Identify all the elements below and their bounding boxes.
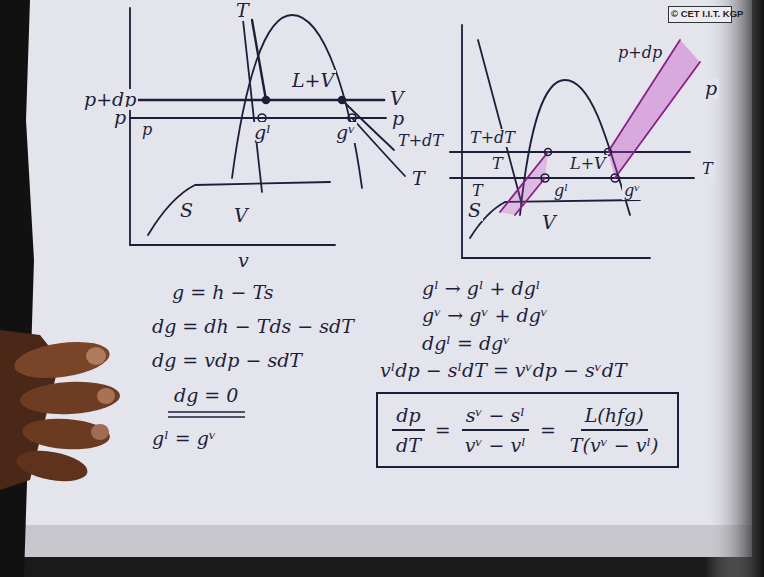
label: gᵛ → gᵛ + dgᵛ [420, 305, 550, 326]
label: L+V [290, 70, 336, 91]
node-text: dp [392, 404, 424, 431]
fraction: L(hfg)T(vᵛ − vˡ) [566, 404, 663, 456]
label: g = h − Ts [170, 282, 275, 303]
label: S [466, 200, 483, 221]
label: p [140, 121, 154, 139]
label: V [232, 205, 250, 226]
term: = [540, 419, 556, 441]
label: dg = dh − Tds − sdT [150, 316, 356, 337]
node-text: sᵛ − sˡ [462, 404, 529, 431]
state-point [541, 174, 549, 182]
node-text: dT [392, 431, 425, 456]
label: dg = 0 [172, 385, 240, 406]
isotherm [243, 20, 262, 192]
underline [168, 416, 245, 418]
axes [130, 8, 335, 245]
label: S [178, 200, 195, 221]
label: T [410, 168, 427, 189]
state-point [348, 114, 356, 122]
state-point [545, 149, 552, 156]
label: v [236, 250, 251, 271]
underline [168, 411, 245, 413]
node-text: = [540, 419, 556, 441]
label: T [234, 0, 251, 21]
fraction: dpdT [392, 404, 425, 456]
label: p [390, 108, 406, 129]
shading [500, 40, 700, 215]
label: p+dp [82, 89, 138, 110]
label: T [490, 155, 505, 173]
label: dg = vdp − sdT [150, 350, 304, 371]
state-point [339, 97, 346, 104]
node-text: L(hfg) [581, 404, 648, 431]
label: L+V [568, 155, 608, 173]
label: vˡdp − sˡdT = vᵛdp − sᵛdT [378, 360, 629, 381]
label: gˡ [552, 182, 570, 200]
node-text: vᵛ − vˡ [461, 431, 530, 456]
term: © CET I.I.T. KGP [671, 9, 729, 20]
label: dgˡ = dgᵛ [420, 333, 512, 354]
isobar [608, 40, 680, 152]
isotherm [450, 177, 694, 179]
label: gᵛ [622, 182, 642, 200]
node-text: © CET I.I.T. KGP [671, 9, 729, 20]
term: = [435, 419, 451, 441]
label: T+dT [468, 129, 517, 147]
isotherm [252, 20, 266, 100]
sketch-curve [478, 40, 522, 205]
fraction: sᵛ − sˡvᵛ − vˡ [461, 404, 530, 456]
paper [22, 0, 752, 525]
label: p+dp [616, 44, 664, 62]
paper-edge [22, 525, 752, 557]
label: V [540, 212, 558, 233]
sketch-curve [470, 200, 640, 238]
label: gᵛ [334, 122, 357, 143]
state-point [258, 114, 266, 122]
label: gˡ → gˡ + dgˡ [420, 278, 542, 299]
node-text: = [435, 419, 451, 441]
label: T [700, 160, 715, 178]
label: gˡ [252, 122, 273, 143]
state-point [263, 97, 270, 104]
watermark-box: © CET I.I.T. KGP [668, 6, 732, 23]
isobar [515, 178, 545, 215]
label: p [703, 78, 719, 99]
isobar [615, 62, 700, 178]
equation-box: dpdT = sᵛ − sˡvᵛ − vˡ = L(hfg)T(vᵛ − vˡ) [376, 392, 679, 468]
label: p [112, 107, 128, 128]
node-text: T(vᵛ − vˡ) [566, 431, 663, 456]
isotherm [450, 151, 690, 153]
dark-edge [0, 0, 34, 577]
label: V [388, 88, 406, 109]
label: T+dT [396, 132, 445, 150]
hand [0, 330, 121, 490]
label: T [470, 182, 485, 200]
sketch-curve [148, 182, 330, 235]
label: gˡ = gᵛ [150, 428, 218, 449]
state-point [611, 174, 619, 182]
